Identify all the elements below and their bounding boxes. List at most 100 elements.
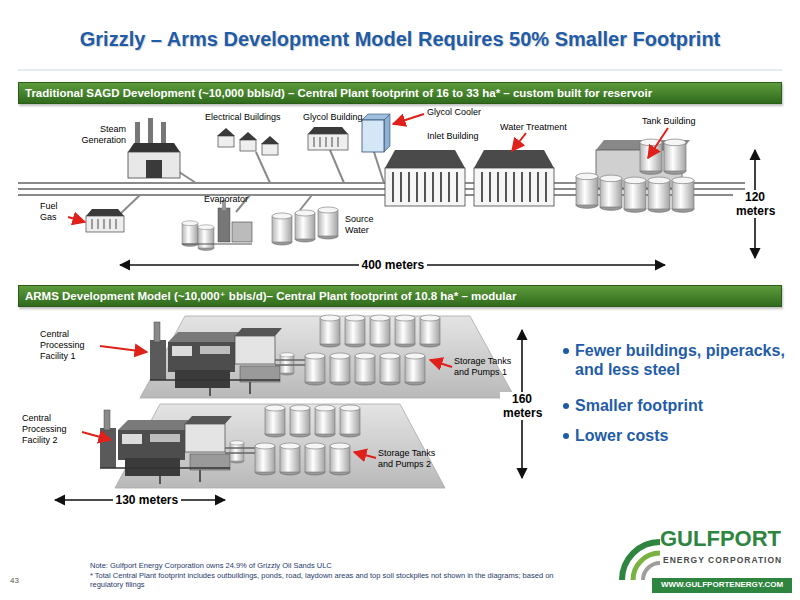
evaporator bbox=[182, 200, 252, 250]
feeder-lines-part bbox=[330, 150, 344, 183]
plant-pad-1-part bbox=[420, 315, 440, 347]
plant-pad-2 bbox=[100, 404, 445, 488]
dimension-label: 120 meters bbox=[733, 190, 777, 218]
company-logo-part bbox=[643, 563, 660, 580]
feeder-lines-part bbox=[256, 152, 270, 183]
dimension-label: 130 meters bbox=[113, 493, 182, 507]
part-label: Central Processing Facility 1 bbox=[40, 329, 102, 362]
evaporator-part bbox=[182, 221, 198, 247]
part-label: Fuel Gas bbox=[40, 201, 70, 223]
electrical-buildings-part bbox=[217, 128, 235, 147]
part-label: Source Water bbox=[345, 214, 385, 236]
steam-generation-building-part bbox=[128, 143, 180, 152]
evaporator-part bbox=[198, 225, 214, 251]
bullet-dot bbox=[563, 433, 569, 439]
fuel-gas-building-part bbox=[86, 216, 124, 232]
plant-pad-1-part bbox=[320, 315, 340, 347]
part-label: Steam Generation bbox=[68, 124, 126, 146]
fuel-gas-building bbox=[86, 209, 124, 232]
part-label: Glycol Cooler bbox=[427, 107, 507, 118]
decor-lines-part bbox=[0, 3, 800, 6]
leader-arrows-part bbox=[512, 133, 526, 151]
evaporator-part bbox=[232, 222, 252, 242]
band-text: Traditional SAGD Development (~10,000 bb… bbox=[19, 83, 781, 103]
plant-pad-2-part bbox=[330, 443, 350, 475]
plant-pad-2-part bbox=[290, 405, 310, 437]
tank-farm-part bbox=[648, 177, 670, 212]
steam-generation-building-part bbox=[148, 118, 153, 146]
evaporator-part bbox=[218, 208, 230, 242]
dimension-label: 160 meters bbox=[500, 392, 544, 420]
bullet-text: Smaller footprint bbox=[575, 396, 790, 415]
leader-arrows-part bbox=[354, 452, 376, 458]
plant-pad-1-part bbox=[305, 353, 325, 385]
plant-pad-2-part bbox=[265, 405, 285, 437]
bullet-text: Lower costs bbox=[575, 426, 790, 445]
footnote: * Total Central Plant footprint includes… bbox=[90, 571, 560, 589]
steam-generation-building-part bbox=[135, 122, 140, 146]
part-label: Storage Tanks and Pumps 1 bbox=[454, 356, 526, 378]
plant-pad-2-part bbox=[315, 405, 335, 437]
tank-farm-part bbox=[600, 175, 622, 210]
source-water-tanks-part bbox=[272, 213, 292, 245]
section-band: ARMS Development Model (~10,000⁺ bbls/d)… bbox=[18, 285, 782, 307]
plant-pad-1-part bbox=[370, 315, 390, 347]
glycol-cooler bbox=[362, 114, 390, 152]
part-label: Central Processing Facility 2 bbox=[22, 413, 84, 446]
part-label: Water Treatment bbox=[500, 122, 590, 133]
plant-pad-2-part bbox=[340, 405, 360, 437]
plant-pad-1-part bbox=[330, 353, 350, 385]
plant-pad-1-part bbox=[355, 353, 375, 385]
inlet-building bbox=[385, 150, 465, 206]
source-water-tanks-part bbox=[318, 207, 338, 239]
tank-farm bbox=[576, 139, 694, 212]
steam-generation-building bbox=[128, 118, 180, 178]
plant-pad-2-part bbox=[280, 443, 300, 475]
footnote: Note: Gulfport Energy Corporation owns 2… bbox=[90, 561, 570, 570]
plant-pad-1-part bbox=[345, 315, 365, 347]
glycol-cooler-part bbox=[384, 114, 390, 152]
leader-arrows-part bbox=[68, 217, 85, 222]
decor-lines bbox=[0, 4, 800, 70]
part-label: Tank Building bbox=[642, 116, 722, 127]
plant-pad-1-part bbox=[380, 353, 400, 385]
feeder-lines-part bbox=[300, 195, 312, 210]
leader-arrows-part bbox=[100, 346, 147, 352]
plant-pad-1-part bbox=[395, 315, 415, 347]
electrical-buildings-part bbox=[261, 136, 279, 155]
steam-generation-building-part bbox=[146, 160, 162, 178]
logo-wordmark: GULFPORT bbox=[660, 526, 795, 552]
glycol-building-part bbox=[314, 137, 338, 147]
plant-pad-1-part bbox=[150, 322, 315, 396]
page-number: 43 bbox=[10, 576, 40, 586]
band-text: ARMS Development Model (~10,000⁺ bbls/d)… bbox=[19, 286, 781, 306]
tank-farm-part bbox=[576, 173, 598, 208]
decor-lines-part bbox=[18, 70, 782, 71]
water-treatment-building-part bbox=[474, 150, 554, 206]
water-treatment-building bbox=[474, 150, 554, 206]
leader-arrows-part bbox=[430, 360, 452, 367]
tank-farm-part bbox=[640, 139, 662, 174]
dimension-label: 400 meters bbox=[359, 258, 428, 272]
part-label: Glycol Building bbox=[303, 112, 383, 123]
logo-url: WWW.GULFPORTENERGY.COM bbox=[652, 580, 792, 590]
plant-pad-1-part bbox=[405, 353, 425, 385]
steam-generation-building-part bbox=[161, 122, 166, 146]
glycol-building-part bbox=[308, 134, 348, 150]
tank-farm-part bbox=[624, 177, 646, 212]
part-label: Evaporator bbox=[204, 194, 274, 205]
bullet-dot bbox=[563, 348, 569, 354]
plant-pad-2-part bbox=[100, 410, 265, 484]
fuel-gas-building-part bbox=[86, 209, 124, 216]
electrical-buildings bbox=[217, 128, 279, 155]
plant-pad-2-part bbox=[305, 443, 325, 475]
source-water-tanks bbox=[272, 207, 338, 245]
slide-title: Grizzly – Arms Development Model Require… bbox=[15, 28, 785, 51]
part-label: Electrical Buildings bbox=[205, 112, 305, 123]
electrical-buildings-part bbox=[239, 132, 257, 151]
leader-arrows-part bbox=[648, 128, 668, 158]
leader-arrows-part bbox=[393, 114, 424, 124]
tank-farm-part bbox=[664, 139, 686, 174]
steam-generation-building-part bbox=[128, 152, 180, 178]
section-band: Traditional SAGD Development (~10,000 bb… bbox=[18, 82, 782, 104]
